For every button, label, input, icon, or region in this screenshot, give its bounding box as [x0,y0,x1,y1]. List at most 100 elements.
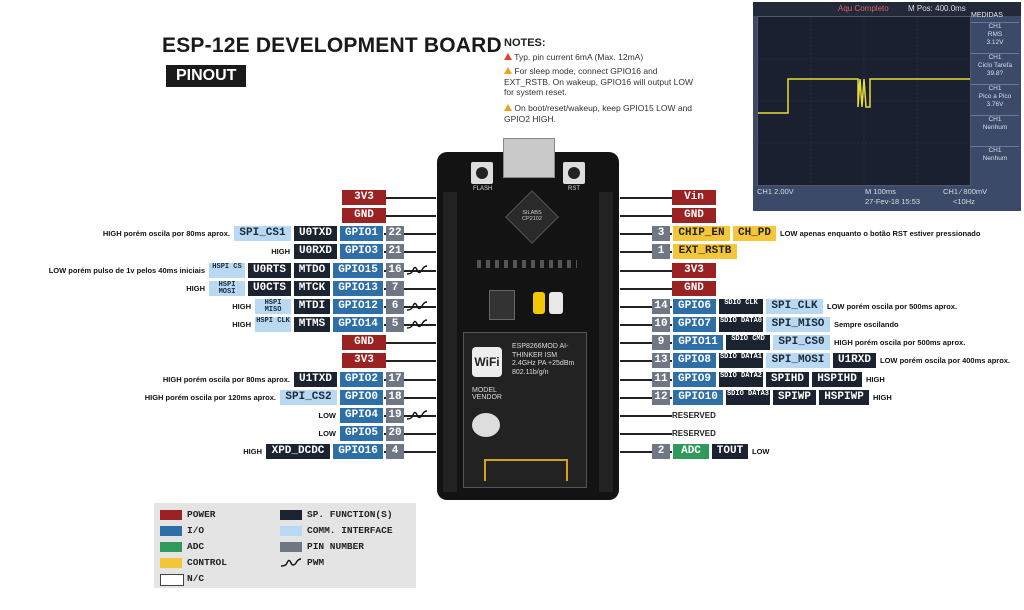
osc-side-title: MEDIDAS [971,12,1003,19]
legend-label: PWM [307,557,325,568]
pin-label: U0RXD [294,244,337,259]
nodemcu-board: FLASH RST SILABS CP2102 WiFi ESP8266MOD … [437,138,619,500]
left-header [443,192,457,492]
usb-chip-label: SILABS CP2102 [522,210,542,222]
pin-label: XPD_DCDC [266,444,330,459]
wifi-logo: WiFi [472,347,502,377]
pin-note: LOW porém pulso de 1v pelos 40ms iniciai… [48,266,205,275]
legend-swatch [160,558,182,568]
osc-channel-scale: CH1 2.00V [757,187,794,196]
pin-label: U0RTS [248,263,291,278]
osc-trace [758,17,970,185]
pin-label: HSPI MOSI [209,281,245,296]
pin-label: GPIO11 [673,335,723,350]
pin-label: 20 [386,426,404,441]
pin-label: U0CTS [248,281,291,296]
page-title: ESP-12E DEVELOPMENT BOARD [162,34,502,57]
pin-label: U1TXD [294,372,337,387]
note-item: For sleep mode, connect GPIO16 and EXT_R… [504,66,693,97]
pwm-icon [406,410,428,420]
pin-label: SPI_MISO [766,317,830,332]
pin-label: SPI_CS2 [280,390,337,405]
pin-note: HIGH [232,302,251,311]
pin-label: SPI_CS1 [234,226,291,241]
legend-label: I/O [187,525,205,536]
pin-connector-line [620,306,672,308]
pin-connector-line [620,397,672,399]
reserved-label: RESERVED [672,411,716,420]
pin-label: GPIO8 [673,353,716,368]
pin-label: SDIO CMD [726,335,770,350]
pin-label: CHIP_EN [673,226,730,241]
pin-connector-line [620,415,672,417]
warning-icon [504,53,512,60]
pin-note: HIGH [232,320,251,329]
page-subtitle: PINOUT [166,65,247,87]
pin-label: U1RXD [833,353,876,368]
warning-icon [504,104,512,111]
osc-trigger: CH1 ∕ 800mV [943,187,988,196]
pin-label: SDIO DATA2 [719,372,763,387]
pin-connector-line [384,451,436,453]
vendor-label: MODEL VENDOR [472,387,502,401]
pin-note: HIGH [186,284,205,293]
pin-label: GPIO0 [340,390,383,405]
pin-label: GND [672,281,716,296]
pin-note: HIGH porém oscila por 80ms aprox. [162,375,290,384]
rst-button[interactable] [563,162,585,184]
pin-connector-line [386,197,436,199]
flash-button[interactable] [471,162,493,184]
pin-connector-line [620,379,672,381]
pin-connector-line [620,197,672,199]
pin-connector-line [620,215,672,217]
pwm-icon [406,319,428,329]
pin-label: SDIO DATA3 [726,390,770,405]
osc-screen [757,16,971,186]
pin-connector-line [386,215,436,217]
pin-note: LOW [752,447,770,456]
pin-label: GND [672,208,716,223]
pin-connector-line [620,288,672,290]
pwm-icon [406,265,428,275]
pin-connector-line [620,251,672,253]
pin-label: 7 [386,281,404,296]
component-row [477,260,577,268]
pin-label: 6 [386,299,404,314]
pin-connector-line [620,342,672,344]
pin-label: 22 [386,226,404,241]
pin-label: 9 [652,335,670,350]
pin-note: HIGH [873,393,892,402]
pin-connector-line [620,360,672,362]
note-item: On boot/reset/wakeup, keep GPIO15 LOW an… [504,103,693,124]
pwm-icon [406,301,428,311]
pin-connector-line [384,288,436,290]
legend-label: N/C [187,573,205,584]
rst-label: RST [568,186,580,192]
pin-label: HSPIWP [819,390,869,405]
legend-label: ADC [187,541,205,552]
fcc-logo [472,413,500,437]
pin-label: 19 [386,408,404,423]
pin-label: SDIO DATA1 [719,353,763,368]
pin-label: GPIO5 [340,426,383,441]
osc-measurement-value: 3.12V [986,39,1004,46]
osc-date: 27-Fev-18 15:53 [865,197,921,206]
pin-label: 3V3 [342,190,386,205]
antenna-trace [484,459,568,481]
pin-label: EXT_RSTB [673,244,737,259]
pin-label: 3V3 [672,263,716,278]
reserved-label: RESERVED [672,429,716,438]
pin-label: CH_PD [733,226,776,241]
pin-label: 1 [652,244,670,259]
legend-swatch [160,526,182,536]
pin-label: SPI_CLK [766,299,823,314]
pin-label: 2 [652,444,670,459]
pin-label: GPIO1 [340,226,383,241]
pin-note: LOW porém oscila por 400ms aprox. [880,356,1011,365]
warning-icon [504,67,512,74]
legend-swatch [280,542,302,552]
